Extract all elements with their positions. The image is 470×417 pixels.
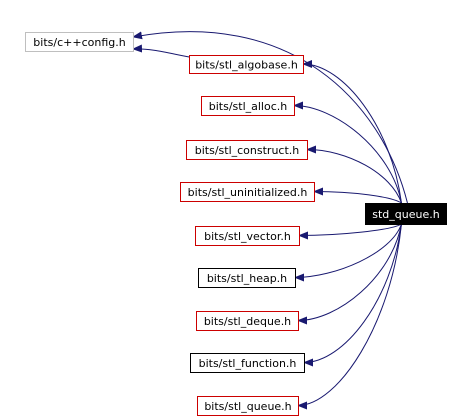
node-box bbox=[198, 268, 296, 288]
edge-std_queue-to-stl_vector bbox=[298, 223, 402, 240]
node-box bbox=[197, 396, 299, 416]
node-box bbox=[365, 203, 447, 225]
edge-stl_algobase-to-cpp_config bbox=[132, 44, 196, 59]
edges-layer bbox=[132, 31, 408, 410]
node-label: std_queue.h bbox=[372, 208, 439, 221]
node-box bbox=[189, 55, 304, 74]
node-stl-algobase[interactable]: bits/stl_algobase.h bbox=[189, 55, 304, 74]
node-label: bits/stl_function.h bbox=[199, 357, 297, 370]
node-stl-alloc[interactable]: bits/stl_alloc.h bbox=[201, 96, 295, 116]
node-box bbox=[201, 96, 295, 116]
node-stl-construct[interactable]: bits/stl_construct.h bbox=[186, 140, 308, 160]
node-label: bits/stl_construct.h bbox=[195, 144, 300, 157]
edge-std_queue-to-cpp_config bbox=[132, 31, 408, 204]
node-stl-queue[interactable]: bits/stl_queue.h bbox=[197, 396, 299, 416]
node-stl-function[interactable]: bits/stl_function.h bbox=[190, 353, 305, 373]
node-box bbox=[180, 182, 315, 202]
node-box bbox=[25, 32, 134, 52]
node-box bbox=[186, 140, 308, 160]
node-box bbox=[195, 226, 300, 246]
edge-std_queue-to-stl_queue bbox=[297, 223, 402, 410]
node-label: bits/stl_deque.h bbox=[204, 315, 291, 328]
node-stl-uninit[interactable]: bits/stl_uninitialized.h bbox=[180, 182, 315, 202]
node-stl-deque[interactable]: bits/stl_deque.h bbox=[196, 311, 299, 331]
node-label: bits/stl_heap.h bbox=[207, 272, 287, 285]
node-root-std-queue[interactable]: std_queue.h bbox=[365, 203, 447, 225]
nodes-layer: bits/c++config.h bits/stl_algobase.h bits/… bbox=[25, 32, 447, 416]
edge-std_queue-to-stl_deque bbox=[297, 223, 402, 325]
node-label: bits/stl_algobase.h bbox=[195, 59, 298, 72]
node-cpp-config[interactable]: bits/c++config.h bbox=[25, 32, 134, 52]
edge-std_queue-to-stl_algobase bbox=[302, 60, 402, 204]
edge-std_queue-to-stl_uninit bbox=[313, 187, 402, 204]
edge-std_queue-to-stl_function bbox=[303, 223, 402, 367]
edge-std_queue-to-stl_construct bbox=[306, 145, 402, 204]
node-box bbox=[196, 311, 299, 331]
node-label: bits/c++config.h bbox=[33, 36, 125, 49]
node-label: bits/stl_queue.h bbox=[204, 400, 291, 413]
node-label: bits/stl_uninitialized.h bbox=[188, 186, 308, 199]
node-label: bits/stl_alloc.h bbox=[209, 100, 288, 113]
node-label: bits/stl_vector.h bbox=[204, 230, 291, 243]
node-box bbox=[190, 353, 305, 373]
node-stl-heap[interactable]: bits/stl_heap.h bbox=[198, 268, 296, 288]
node-stl-vector[interactable]: bits/stl_vector.h bbox=[195, 226, 300, 246]
edge-std_queue-to-stl_alloc bbox=[293, 101, 402, 204]
edge-std_queue-to-stl_heap bbox=[294, 223, 402, 282]
